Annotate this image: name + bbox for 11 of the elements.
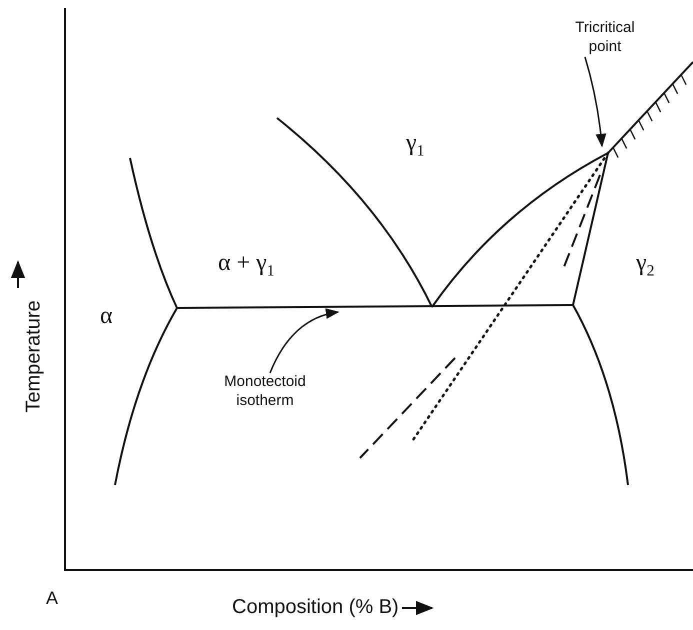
leader-arrow	[584, 56, 606, 148]
phase-label: α + γ$_{1}$	[218, 250, 275, 280]
axis-title: Temperature	[22, 300, 46, 413]
phase-label: α	[100, 303, 113, 330]
phase-label: γ$_{2}$	[636, 250, 654, 280]
callout-text: Monotectoid isotherm	[205, 372, 325, 410]
phase-label: γ$_{1}$	[406, 130, 424, 160]
axis-title: Composition (% B)	[232, 596, 399, 619]
axis-label: A	[46, 588, 58, 609]
callout-text: Tricritical point	[565, 18, 645, 56]
leader-arrow	[269, 308, 340, 374]
